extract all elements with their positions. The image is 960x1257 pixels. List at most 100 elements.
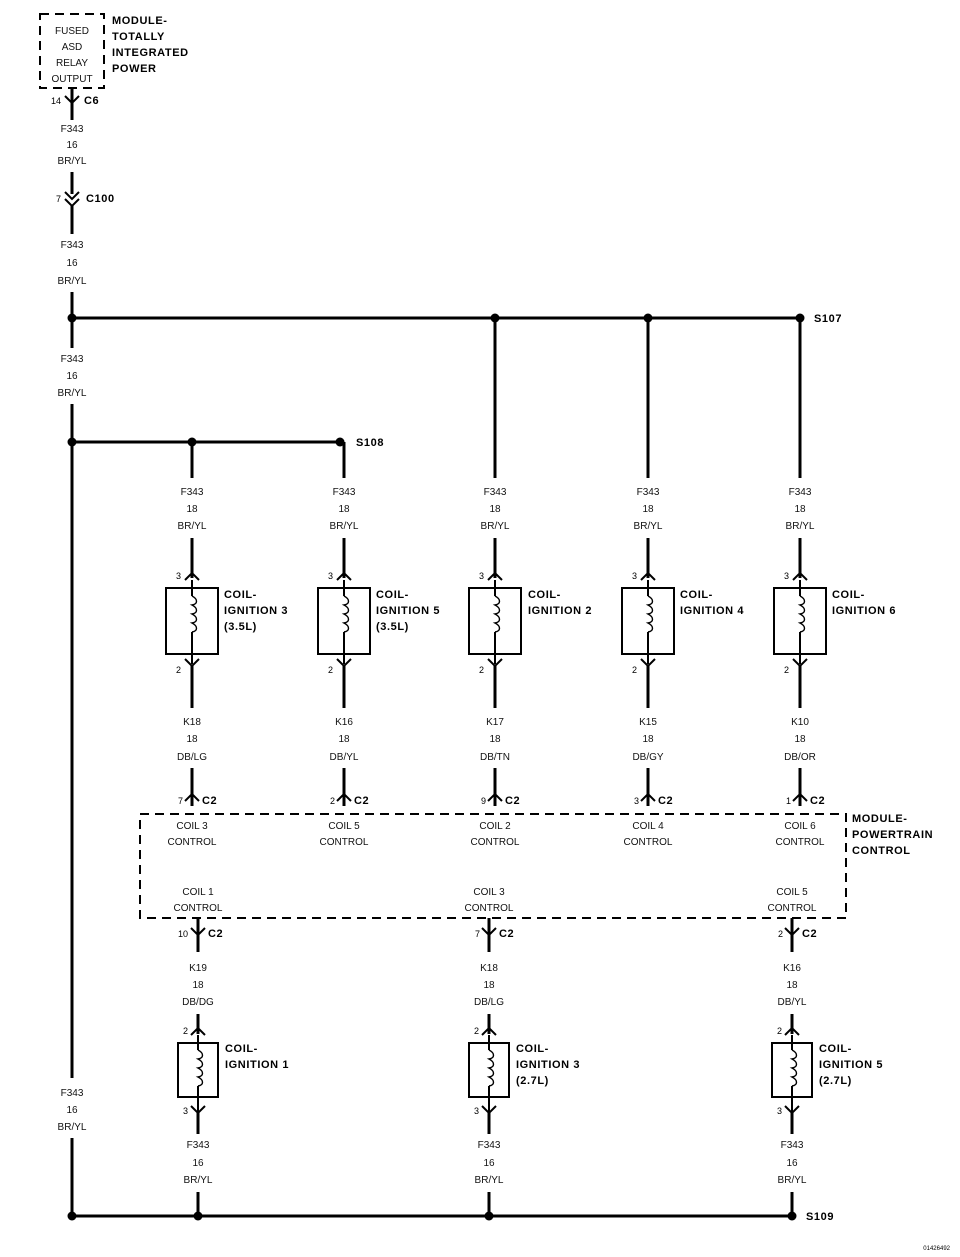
wire-color: DB/OR (784, 752, 816, 763)
coil-winding-icon (189, 595, 198, 633)
c100-label: C100 (86, 193, 115, 205)
wire-color: BR/YL (58, 276, 87, 287)
lower-coil-1: COIL 1 CONTROL 10 C2 K19 18 DB/DG 2 3 CO… (174, 887, 289, 1216)
tipm-box-line-2: ASD (62, 42, 83, 53)
wire-color: DB/TN (480, 752, 510, 763)
wire-color: DB/YL (778, 997, 807, 1008)
pcm-line-1: COIL 2 (479, 821, 511, 832)
wire-label-trunk-4: F343 16 BR/YL (58, 1088, 87, 1133)
s107-label: S107 (814, 313, 842, 325)
coil-name-2: IGNITION 3 (516, 1059, 580, 1071)
wire-circuit: F343 (187, 1140, 210, 1151)
pcm-name-line-3: CONTROL (852, 845, 911, 857)
pcm-line-2: CONTROL (465, 903, 514, 914)
c100-connector: 7 C100 (56, 191, 115, 208)
pcm-line-2: CONTROL (174, 903, 223, 914)
wire-gauge: 18 (794, 734, 806, 745)
wire-gauge: 16 (483, 1158, 495, 1169)
upper-coil-4: F343 18 BR/YL 3 2 COIL- IGNITION 4 K15 1… (621, 318, 744, 848)
figure-id: 01426492 (923, 1246, 950, 1252)
pcm-line-2: CONTROL (776, 837, 825, 848)
s108-label: S108 (356, 437, 384, 449)
wire-gauge: 16 (786, 1158, 798, 1169)
wire-label-trunk-3: F343 16 BR/YL (58, 354, 87, 399)
coil-winding-icon (797, 595, 806, 633)
wire-color: BR/YL (634, 521, 663, 532)
wire-circuit: F343 (781, 1140, 804, 1151)
coil-bottom-pin: 3 (183, 1106, 188, 1116)
coil-name-2: IGNITION 3 (224, 605, 288, 617)
tipm-module: FUSED ASD RELAY OUTPUT MODULE- TOTALLY I… (39, 13, 189, 89)
coil-name-2: IGNITION 1 (225, 1059, 289, 1071)
wire-gauge: 18 (786, 980, 798, 991)
wire-circuit: K18 (480, 963, 498, 974)
pcm-connector: C2 (810, 795, 825, 807)
upper-coil-3: F343 18 BR/YL 3 2 COIL- IGNITION 2 K17 1… (468, 318, 592, 848)
coil-top-pin: 3 (328, 571, 333, 581)
wire-gauge: 18 (794, 504, 806, 515)
coil-winding-icon (645, 595, 654, 633)
coil-bottom-pin: 2 (479, 665, 484, 675)
wire-gauge: 16 (66, 1105, 78, 1116)
pcm-box (139, 813, 847, 919)
coil-name-1: COIL- (516, 1043, 549, 1055)
wire-circuit: F343 (61, 124, 84, 135)
wire-gauge: 16 (66, 140, 78, 151)
c100-pin: 7 (56, 194, 61, 204)
pcm-name-line-2: POWERTRAIN (852, 829, 933, 841)
coil-top-pin: 3 (632, 571, 637, 581)
wire-circuit: F343 (333, 487, 356, 498)
tipm-box-line-1: FUSED (55, 26, 89, 37)
coil-winding-icon (486, 1049, 495, 1087)
coil-name-1: COIL- (528, 589, 561, 601)
wire-color: DB/LG (177, 752, 207, 763)
coil-name-3: (3.5L) (376, 621, 409, 633)
coil-top-pin: 3 (479, 571, 484, 581)
pcm-line-1: COIL 3 (473, 887, 505, 898)
tipm-box-line-3: RELAY (56, 58, 88, 69)
wire-circuit: F343 (61, 240, 84, 251)
coil-name-1: COIL- (224, 589, 257, 601)
lower-coil-3: COIL 5 CONTROL 2 C2 K16 18 DB/YL 2 3 COI… (768, 887, 883, 1216)
coil-winding-icon (341, 595, 350, 633)
wire-color: BR/YL (475, 1175, 504, 1186)
pcm-connector: C2 (802, 928, 817, 940)
pcm-pin: 9 (481, 796, 486, 806)
pcm-line-2: CONTROL (168, 837, 217, 848)
wire-circuit: F343 (789, 487, 812, 498)
coil-name-1: COIL- (225, 1043, 258, 1055)
coil-name-2: IGNITION 2 (528, 605, 592, 617)
wire-label-trunk-1: F343 16 BR/YL (58, 124, 87, 167)
wire-gauge: 18 (483, 980, 495, 991)
wire-gauge: 18 (489, 734, 501, 745)
coil-top-pin: 3 (784, 571, 789, 581)
wire-gauge: 16 (192, 1158, 204, 1169)
coil-bottom-pin: 3 (777, 1106, 782, 1116)
coil-name-2: IGNITION 6 (832, 605, 896, 617)
pcm-name-line-1: MODULE- (852, 813, 908, 825)
wire-gauge: 18 (489, 504, 501, 515)
pcm-connector: C2 (208, 928, 223, 940)
upper-coil-2: F343 18 BR/YL 3 2 COIL- IGNITION 5 (3.5L… (317, 442, 440, 848)
tipm-name-line-4: POWER (112, 63, 157, 75)
splice-dot (335, 437, 345, 447)
pcm-line-2: CONTROL (624, 837, 673, 848)
coil-name-3: (2.7L) (516, 1075, 549, 1087)
wire-circuit: K15 (639, 717, 657, 728)
pcm-pin: 7 (475, 929, 480, 939)
pcm-pin: 2 (330, 796, 335, 806)
wire-gauge: 16 (66, 371, 78, 382)
tipm-name-line-3: INTEGRATED (112, 47, 189, 59)
coil-name-2: IGNITION 4 (680, 605, 744, 617)
wire-circuit: K16 (783, 963, 801, 974)
s109-label: S109 (806, 1211, 834, 1223)
coil-name-2: IGNITION 5 (376, 605, 440, 617)
coil-name-2: IGNITION 5 (819, 1059, 883, 1071)
pcm-line-1: COIL 5 (776, 887, 808, 898)
pcm-pin: 10 (178, 929, 188, 939)
wire-color: BR/YL (330, 521, 359, 532)
wire-gauge: 18 (192, 980, 204, 991)
pcm-line-2: CONTROL (471, 837, 520, 848)
wire-circuit: K18 (183, 717, 201, 728)
